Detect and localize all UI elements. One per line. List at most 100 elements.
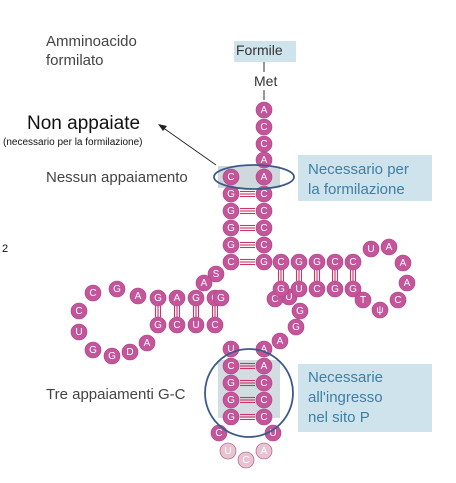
variable-nt-2: G <box>287 318 305 336</box>
acceptor-3-nt-2: C <box>255 202 273 220</box>
acceptor-5-nt-2: G <box>222 202 240 220</box>
svg-text:G: G <box>192 293 200 304</box>
d-stem-3-nt-1: G <box>149 316 167 334</box>
t-loop-nt-3: A <box>394 254 412 272</box>
t-loop-nt-2: A <box>380 238 398 256</box>
acceptor-tail-nt-4: A <box>255 151 273 169</box>
svg-text:C: C <box>75 306 82 317</box>
svg-text:A: A <box>261 446 268 457</box>
svg-text:C: C <box>260 139 267 150</box>
acceptor-5-nt-5: C <box>222 253 240 271</box>
t-loop-nt-6: ψ <box>371 301 389 319</box>
anticodon-3-nt-2: C <box>255 374 273 392</box>
svg-text:C: C <box>271 294 278 305</box>
svg-text:G: G <box>113 284 121 295</box>
svg-text:G: G <box>313 257 321 268</box>
svg-text:C: C <box>227 172 234 183</box>
svg-text:A: A <box>261 361 268 372</box>
svg-text:C: C <box>277 257 284 268</box>
t-pair-1 <box>277 270 285 281</box>
anticodon-pair-1 <box>240 362 255 370</box>
svg-text:G: G <box>154 320 162 331</box>
svg-text:G: G <box>108 351 116 362</box>
svg-text:G: G <box>260 257 268 268</box>
t-stem-3-nt-5: G <box>344 280 362 298</box>
unpaired-note: (necessario per la formilazione) <box>3 137 143 148</box>
acceptor-tail-nt-1: A <box>255 101 273 119</box>
svg-text:U: U <box>285 292 292 303</box>
t-stem-5-nt-3: G <box>308 253 326 271</box>
svg-text:S: S <box>213 269 220 280</box>
svg-text:C: C <box>227 361 234 372</box>
anticodon-loop-nt-3: C <box>237 451 255 469</box>
t-pair-3 <box>313 270 321 281</box>
svg-text:C: C <box>215 428 222 439</box>
d-loop-nt-1: A <box>129 287 147 305</box>
t-pair-5 <box>349 270 357 281</box>
svg-text:G: G <box>227 395 235 406</box>
d-pair-3 <box>192 306 200 317</box>
t-stem-3-nt-2: U <box>290 280 308 298</box>
d-pair-4 <box>211 306 219 317</box>
svg-text:U: U <box>192 320 199 331</box>
svg-text:C: C <box>242 455 249 466</box>
d-loop-nt-2: G <box>108 280 126 298</box>
unpaired-ring <box>213 164 295 190</box>
acceptor-tail-nt-2: C <box>255 118 273 136</box>
no-pairing-label: Nessun appaiamento <box>46 169 188 186</box>
d-stem-3-nt-4: C <box>206 316 224 334</box>
anticodon-3-nt-1: A <box>255 357 273 375</box>
svg-text:C: C <box>260 240 267 251</box>
d-loop-nt-8: D <box>121 343 139 361</box>
svg-text:C: C <box>260 378 267 389</box>
t-loop-nt-1: U <box>362 240 380 258</box>
svg-text:C: C <box>211 320 218 331</box>
aminoacid-label-line1: Amminoacido <box>46 33 137 50</box>
acceptor-pair-3 <box>240 224 255 232</box>
svg-text:C: C <box>260 206 267 217</box>
t-stem-5-nt-4: C <box>326 253 344 271</box>
highlight-rings <box>158 124 295 438</box>
side-number: 2 <box>2 243 9 255</box>
acceptor-pair-4 <box>240 241 255 249</box>
acceptor-5-nt-3: G <box>222 219 240 237</box>
nucleotide-chain: ACCACAGGGGCCCCCGSGAGCGCUCAGCCUGGDAAGUACG… <box>70 101 416 469</box>
svg-text:ψ: ψ <box>376 305 383 316</box>
svg-text:C: C <box>313 284 320 295</box>
t-stem-5-nt-5: C <box>344 253 362 271</box>
p-site-label-line3: nel sito P <box>308 409 370 426</box>
p-site-box <box>298 364 432 432</box>
d-loop-nt-4: C <box>70 302 88 320</box>
d-loop-nt-9: A <box>138 334 156 352</box>
svg-text:G: G <box>331 284 339 295</box>
formylation-box <box>298 155 432 201</box>
anticodon-loop-nt-2: U <box>219 442 237 460</box>
acceptor-3-nt-5: G <box>255 253 273 271</box>
svg-text:C: C <box>260 189 267 200</box>
svg-text:G: G <box>227 378 235 389</box>
p-site-label: Necessarie all'ingresso nel sito P <box>308 368 383 428</box>
svg-text:A: A <box>201 278 208 289</box>
t-pair-4 <box>331 270 339 281</box>
svg-text:C: C <box>331 257 338 268</box>
svg-text:A: A <box>404 278 411 289</box>
anticodon-loop-nt-1: C <box>210 424 228 442</box>
svg-text:A: A <box>174 293 181 304</box>
three-gc-label: Tre appaiamenti G-C <box>46 386 186 403</box>
t-stem-3-nt-3: C <box>308 280 326 298</box>
t-stem-3-nt-1: G <box>272 280 290 298</box>
aminoacid-label: Amminoacido formilato <box>46 32 137 70</box>
svg-text:G: G <box>277 284 285 295</box>
t-loop-nt-7: T <box>354 291 372 309</box>
svg-text:C: C <box>173 320 180 331</box>
svg-text:C: C <box>394 295 401 306</box>
formyl-label: Formile <box>236 42 283 58</box>
svg-text:G: G <box>227 240 235 251</box>
anticodon-3-nt-3: C <box>255 391 273 409</box>
svg-text:G: G <box>227 189 235 200</box>
svg-text:U: U <box>224 446 231 457</box>
base-pair-lines <box>154 190 357 421</box>
t-pair-2 <box>295 270 303 281</box>
svg-text:G: G <box>154 293 162 304</box>
acceptor-3-nt-1: C <box>255 185 273 203</box>
